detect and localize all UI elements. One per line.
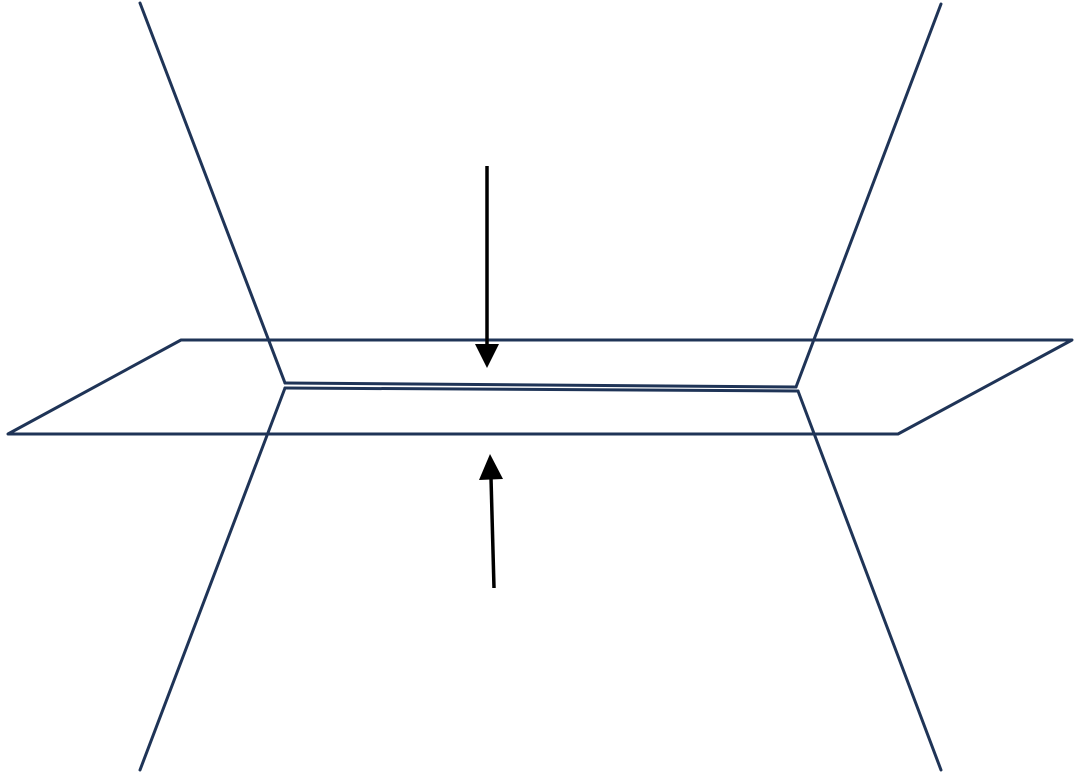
lower-right-line bbox=[796, 389, 943, 772]
upper-right-line bbox=[794, 2, 943, 389]
parallelogram-plane bbox=[6, 338, 1074, 436]
central-contact-line-top bbox=[283, 381, 798, 389]
up-arrow-head bbox=[479, 454, 503, 480]
up-arrow-shaft bbox=[489, 477, 496, 589]
down-arrow-head bbox=[475, 344, 499, 368]
upper-left-line bbox=[138, 1, 287, 385]
lower-left-line bbox=[138, 386, 287, 772]
central-contact-line-bottom bbox=[283, 386, 800, 393]
